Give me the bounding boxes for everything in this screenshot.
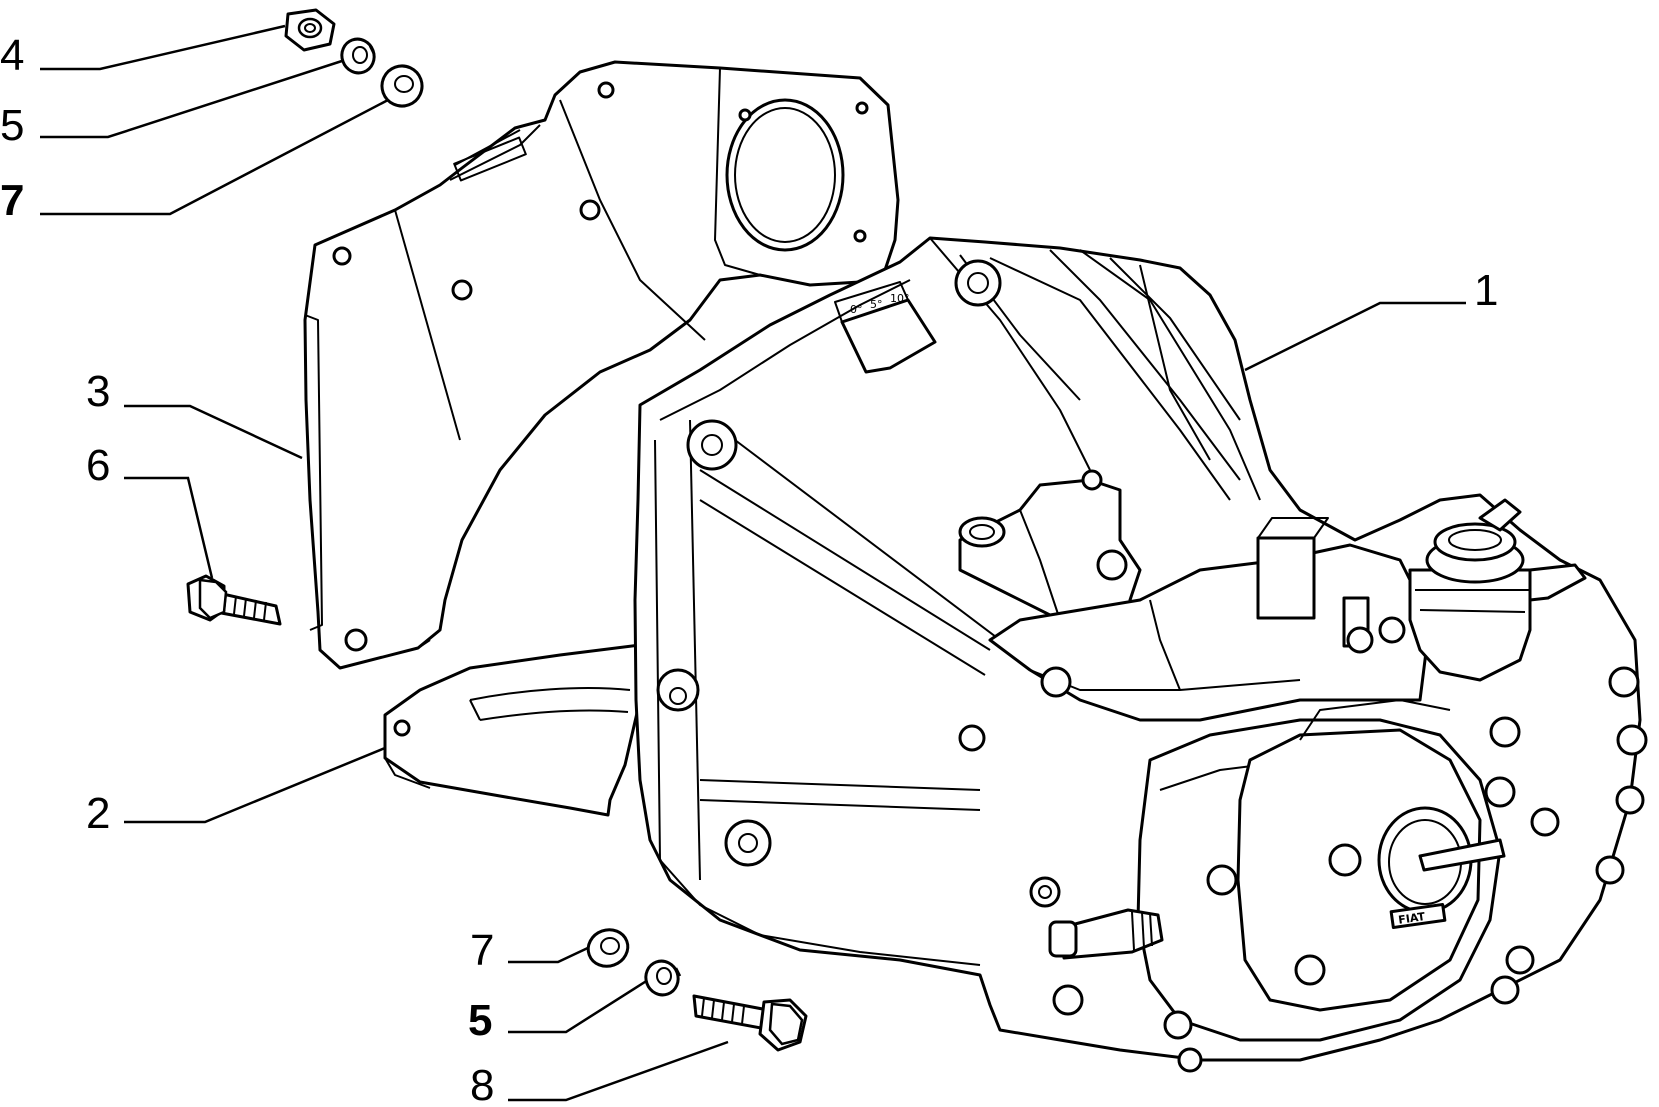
callout-2: 2 — [86, 789, 110, 838]
bolt-8 — [692, 994, 808, 1052]
case-bolts — [958, 666, 1648, 1073]
nut-4-top — [284, 8, 336, 52]
callout-6: 6 — [86, 441, 110, 490]
bolt-6 — [186, 574, 282, 626]
spring-washer-5-top — [340, 37, 376, 75]
fiat-logo: FIAT — [1397, 910, 1426, 927]
scale-mark-10: 10° — [890, 292, 910, 305]
gearbox-housing-1: 0° 5° 10° — [633, 236, 1648, 1073]
callout-7-bottom: 7 — [470, 926, 494, 975]
flat-washer-7-top — [380, 64, 424, 108]
cover-plate-3 — [303, 60, 900, 670]
callout-1: 1 — [1474, 266, 1498, 315]
leader-lines — [40, 24, 1466, 1102]
reverse-light-switch — [1048, 908, 1164, 960]
callout-3: 3 — [86, 367, 110, 416]
spring-washer-5-bottom — [644, 959, 682, 997]
callout-7-top: 7 — [0, 176, 24, 225]
callout-labels: 4 5 7 3 6 2 1 7 5 8 — [0, 31, 1498, 1107]
lower-shield-2 — [383, 643, 642, 817]
callout-5-bottom: 5 — [468, 996, 492, 1045]
scale-mark-0: 0° — [850, 303, 863, 316]
scale-mark-5: 5° — [870, 298, 883, 311]
callout-5-top: 5 — [0, 101, 24, 150]
callout-4-top: 4 — [0, 31, 24, 80]
callout-8: 8 — [470, 1061, 494, 1107]
flat-washer-7-bottom — [586, 928, 630, 968]
